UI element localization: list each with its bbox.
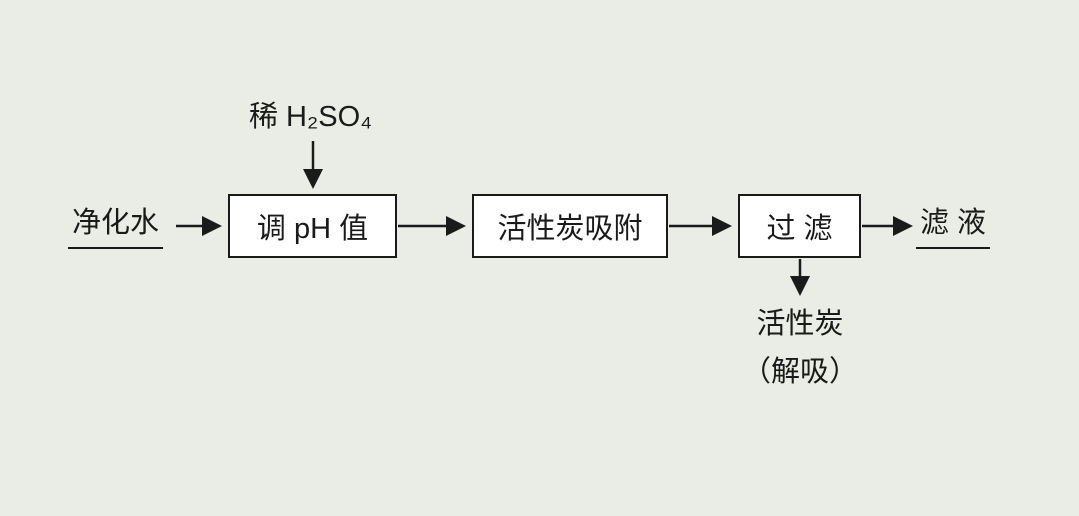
process-box-filtration: 过 滤 (738, 194, 861, 258)
process-box-adjust-ph: 调 pH 值 (228, 194, 397, 258)
process-box-label: 调 pH 值 (256, 213, 369, 245)
input-label: 净化水 (68, 207, 164, 250)
reagent-label: 稀 H₂SO₄ (249, 101, 372, 133)
output-label: 滤 液 (916, 207, 991, 250)
process-box-label: 活性炭吸附 (497, 213, 643, 245)
byproduct-note: （解吸） (741, 356, 858, 388)
process-box-carbon-adsorption: 活性炭吸附 (472, 194, 668, 258)
process-box-label: 过 滤 (766, 213, 833, 245)
byproduct-name: 活性炭 (756, 308, 844, 340)
byproduct-label: 活性炭 （解吸） (700, 300, 900, 390)
